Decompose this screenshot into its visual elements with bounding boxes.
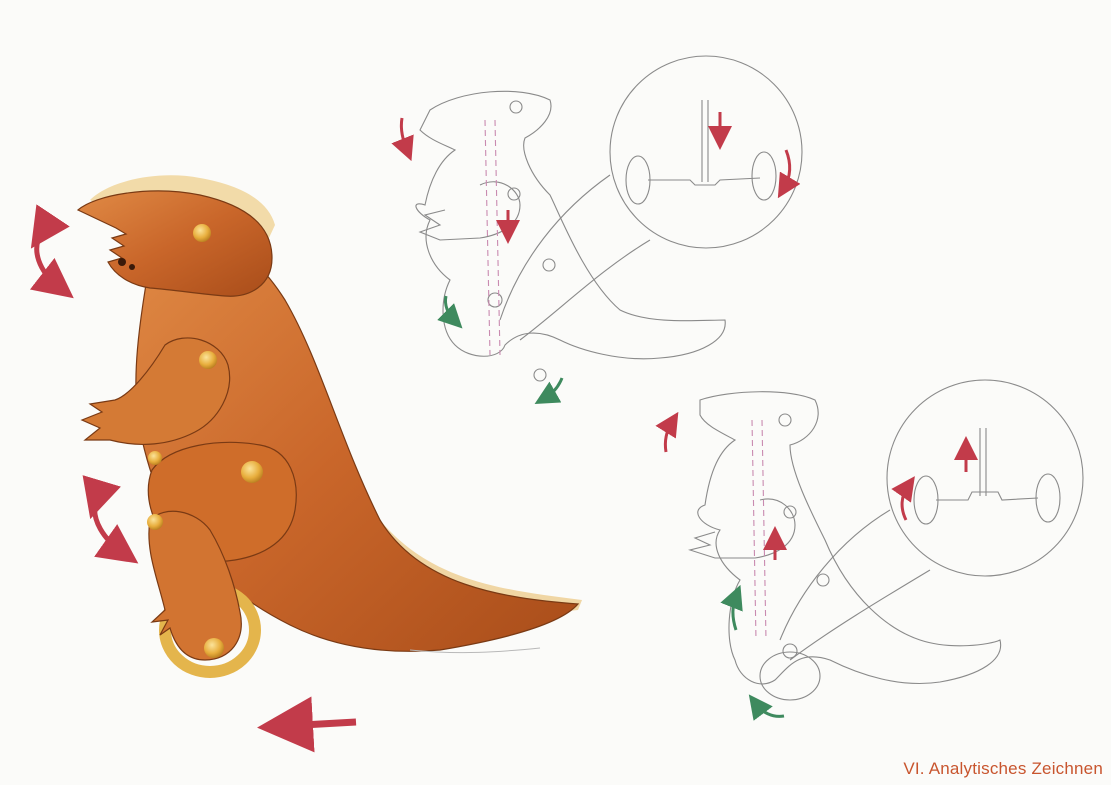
trex-arm	[80, 337, 231, 445]
motion-arrows-upper	[391, 112, 801, 404]
motion-arrows-lower	[655, 411, 978, 721]
sketch-lower	[687, 379, 1084, 701]
sketch-upper	[415, 55, 803, 382]
sketch-body	[415, 90, 726, 360]
sketch-joint	[533, 368, 547, 382]
sketch-joint	[507, 187, 521, 201]
sketch-joint	[487, 292, 503, 308]
detail-magnifier	[886, 379, 1084, 577]
sketch-joint	[816, 573, 830, 587]
crank-axle	[936, 491, 1039, 501]
foot-wheel	[759, 651, 821, 701]
curved-arrow-icon	[777, 149, 801, 199]
curved-arrow-icon	[655, 411, 679, 453]
curved-arrow-icon	[720, 584, 743, 631]
sketch-joint	[542, 258, 556, 272]
curved-arrow-icon	[534, 377, 564, 404]
sketch-body	[697, 391, 1002, 685]
sketch-arm	[687, 498, 796, 559]
sketch-joint	[509, 100, 523, 114]
peg	[199, 351, 217, 369]
left-arrow-icon	[257, 696, 357, 753]
peg	[148, 451, 162, 465]
curved-double-arrow-icon	[29, 204, 74, 299]
crank-axle	[648, 177, 761, 186]
curved-arrow-icon	[391, 117, 414, 162]
motion-arrows-colored	[29, 204, 357, 753]
peg	[204, 638, 224, 658]
curved-arrow-icon	[437, 295, 463, 329]
peg	[147, 514, 163, 530]
sketch-joint	[783, 505, 797, 519]
trex-head	[76, 190, 273, 297]
axle-wheel	[625, 155, 651, 205]
axle-wheel	[913, 475, 939, 525]
trex-shin	[148, 510, 242, 661]
peg	[193, 224, 211, 242]
page-caption: VI. Analytisches Zeichnen	[903, 759, 1103, 778]
peg	[241, 461, 263, 483]
curved-arrow-icon	[891, 476, 915, 521]
curved-arrow-icon	[748, 694, 785, 721]
curved-double-arrow-icon	[82, 475, 139, 564]
sketch-arm	[418, 181, 521, 241]
axle-wheel	[751, 151, 777, 201]
wooden-trex-colored	[76, 175, 582, 678]
axle-wheel	[1035, 473, 1061, 523]
detail-magnifier	[609, 55, 803, 249]
sketch-joint	[782, 643, 798, 659]
sketch-joint	[778, 413, 792, 427]
